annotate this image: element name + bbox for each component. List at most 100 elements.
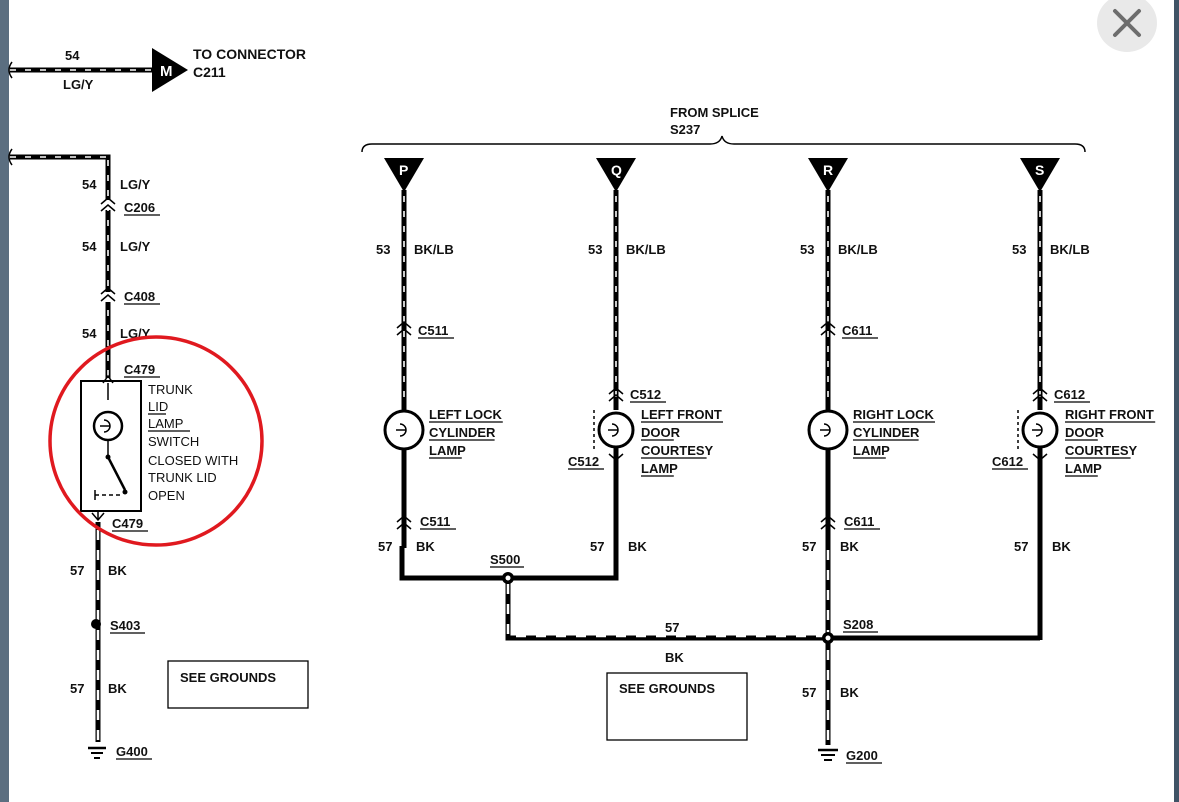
- connector-q-icon: [596, 158, 636, 192]
- branch-ground-color: BK: [840, 539, 859, 554]
- branch-color: BK/LB: [414, 242, 454, 257]
- lamp-label: LAMP: [429, 443, 466, 458]
- left-seg3-circuit: 54: [82, 326, 97, 341]
- splice-s208: S208: [843, 617, 873, 632]
- branch-ground-color: BK: [1052, 539, 1071, 554]
- bus-circuit: 57: [665, 620, 679, 635]
- close-button[interactable]: [1097, 0, 1157, 52]
- branch-bottom-connector: C511: [420, 514, 450, 529]
- connector-r-icon: [808, 158, 848, 192]
- top-feed-color: LG/Y: [63, 77, 94, 92]
- branch-letter: R: [823, 162, 833, 178]
- switch-label-2: LID: [148, 399, 168, 414]
- branch-color: BK/LB: [626, 242, 666, 257]
- connector-s-icon: [1020, 158, 1060, 192]
- connector-c206: C206: [124, 200, 155, 215]
- branch-ground-color: BK: [628, 539, 647, 554]
- lamp-label: COURTESY: [641, 443, 714, 458]
- splice-s403-dot: [91, 619, 101, 629]
- branch-top-connector: C512: [630, 387, 661, 402]
- switch-label-7: OPEN: [148, 488, 185, 503]
- close-icon: [1113, 9, 1141, 37]
- right-circuit: FROM SPLICE S237: [361, 105, 1086, 153]
- branch-ground-circuit: 57: [590, 539, 604, 554]
- trunk-switch-box: [80, 380, 142, 512]
- top-feed-to-connector: C211: [193, 64, 226, 80]
- branch-ground-circuit: 57: [802, 539, 816, 554]
- branch-color: BK/LB: [838, 242, 878, 257]
- switch-label-6: TRUNK LID: [148, 470, 217, 485]
- branch-circuit: 53: [588, 242, 602, 257]
- see-grounds-box-right: [606, 672, 748, 741]
- lamp-label: LAMP: [641, 461, 678, 476]
- branch-letter: Q: [611, 162, 622, 178]
- lamp-label: COURTESY: [1065, 443, 1138, 458]
- drop-color: BK: [840, 685, 859, 700]
- left-seg2-color: LG/Y: [120, 239, 151, 254]
- lamp-label: RIGHT LOCK: [853, 407, 934, 422]
- top-feed-to-label: TO CONNECTOR: [193, 46, 306, 62]
- switch-label-1: TRUNK: [148, 382, 193, 397]
- branch-color: BK/LB: [1050, 242, 1090, 257]
- branch-circuit: 53: [1012, 242, 1026, 257]
- left-seg1-circuit: 54: [82, 177, 97, 192]
- splice-s500: S500: [490, 552, 520, 567]
- bus-color: BK: [665, 650, 684, 665]
- drop-circuit: 57: [802, 685, 816, 700]
- lamp-label: LEFT FRONT: [641, 407, 722, 422]
- left-seg1-color: LG/Y: [120, 177, 151, 192]
- switch-label-5: CLOSED WITH: [148, 453, 238, 468]
- branch-top-connector: C511: [418, 323, 448, 338]
- branch-ground-circuit: 57: [1014, 539, 1028, 554]
- left-edge-bar: [0, 0, 9, 802]
- left-ground-color-2: BK: [108, 681, 127, 696]
- splice-title: FROM SPLICE: [670, 105, 759, 120]
- branch-top-connector: C612: [1054, 387, 1085, 402]
- branch-ground-circuit: 57: [378, 539, 392, 554]
- lamp-label: LEFT LOCK: [429, 407, 503, 422]
- lamp-label: DOOR: [641, 425, 681, 440]
- connector-c479-bottom: C479: [112, 516, 143, 531]
- branch-side-connector: C612: [992, 454, 1023, 469]
- ground-bus: S500 S208 57 BK 57 BK G200 SEE GROUNDS: [399, 546, 1043, 764]
- right-scrollbar[interactable]: [1174, 0, 1179, 802]
- left-ground-color-1: BK: [108, 563, 127, 578]
- top-feed-wire: M 54 LG/Y TO CONNECTOR C211: [8, 46, 306, 92]
- lamp-label: LAMP: [1065, 461, 1102, 476]
- branch-circuit: 53: [376, 242, 390, 257]
- left-ground-circuit-1: 57: [70, 563, 84, 578]
- branch-circuit: 53: [800, 242, 814, 257]
- branch-letter: P: [399, 162, 408, 178]
- lamp-label: LAMP: [853, 443, 890, 458]
- ground-g400-icon: [88, 746, 106, 759]
- lamp-label: DOOR: [1065, 425, 1105, 440]
- switch-label-3: LAMP: [148, 416, 183, 431]
- top-feed-connector-letter: M: [160, 63, 173, 80]
- switch-contact-icon: [106, 456, 127, 491]
- ground-g200-icon: [818, 748, 838, 761]
- lamp-label: CYLINDER: [429, 425, 496, 440]
- see-grounds-left-label: SEE GROUNDS: [180, 670, 276, 685]
- splice-id: S237: [670, 122, 700, 137]
- ground-g200: G200: [846, 748, 878, 763]
- left-circuit: 54 LG/Y C206 54 LG/Y C408 54 LG/Y C479: [8, 148, 309, 760]
- ground-g400: G400: [116, 744, 148, 759]
- connector-c479-top: C479: [124, 362, 155, 377]
- see-grounds-box-left: [167, 660, 309, 709]
- left-ground-circuit-2: 57: [70, 681, 84, 696]
- branch-bottom-connector: C611: [844, 514, 874, 529]
- splice-bracket: [361, 135, 1086, 153]
- left-seg2-circuit: 54: [82, 239, 97, 254]
- branch-ground-color: BK: [416, 539, 435, 554]
- connector-p-icon: [384, 158, 424, 192]
- highlight-circle: [48, 335, 264, 547]
- top-feed-circuit: 54: [65, 48, 80, 63]
- see-grounds-right-label: SEE GROUNDS: [619, 681, 715, 696]
